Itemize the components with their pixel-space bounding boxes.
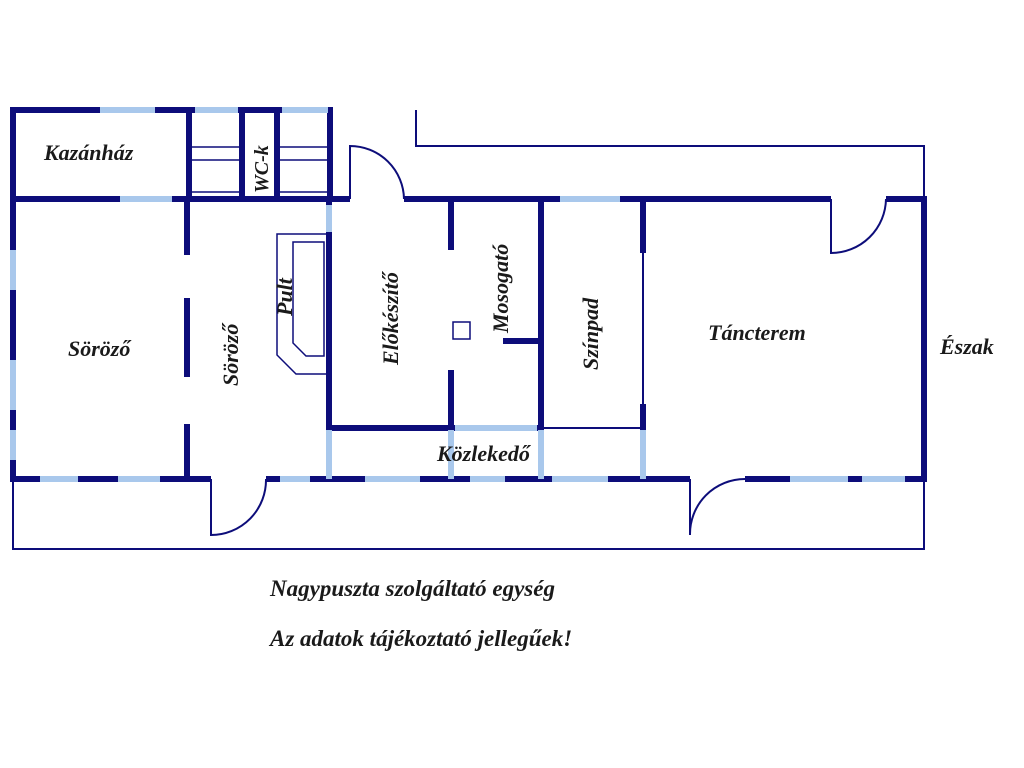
outer-thin-lines [12, 110, 925, 550]
label-elokeszito: Előkészítő [378, 270, 403, 366]
door-entrance-arc [349, 144, 405, 200]
caption-title: Nagypuszta szolgáltató egység [270, 576, 555, 601]
caption-disclaimer: Az adatok tájékoztató jellegűek! [270, 626, 573, 651]
label-sorozo-left: Söröző [68, 336, 132, 361]
bar-counter-outer [276, 233, 328, 375]
label-sorozo-right: Söröző [218, 322, 243, 386]
kitchen-square-fixture [452, 321, 471, 340]
door-dance-north [830, 198, 887, 255]
label-eszak: Észak [939, 334, 994, 359]
label-kozlekedo: Közlekedő [436, 441, 532, 466]
door-sorozo-south [210, 478, 268, 537]
label-pult: Pult [272, 277, 297, 317]
north-terrace-outline [415, 110, 925, 198]
label-mosogato: Mosogató [488, 244, 513, 334]
windows [10, 107, 905, 482]
label-szinpad: Színpad [578, 297, 603, 370]
doors [210, 144, 887, 537]
bar-counter-inner [292, 241, 325, 357]
room-labels: Kazánház WC-k Söröző Söröző Pult Előkész… [43, 140, 994, 466]
label-tancterem: Táncterem [708, 320, 806, 345]
label-wc: WC-k [251, 145, 273, 193]
south-terrace-outline [12, 479, 925, 550]
fixtures [192, 146, 471, 375]
door-dance-south [688, 478, 746, 536]
label-kazanhaz: Kazánház [43, 140, 134, 165]
